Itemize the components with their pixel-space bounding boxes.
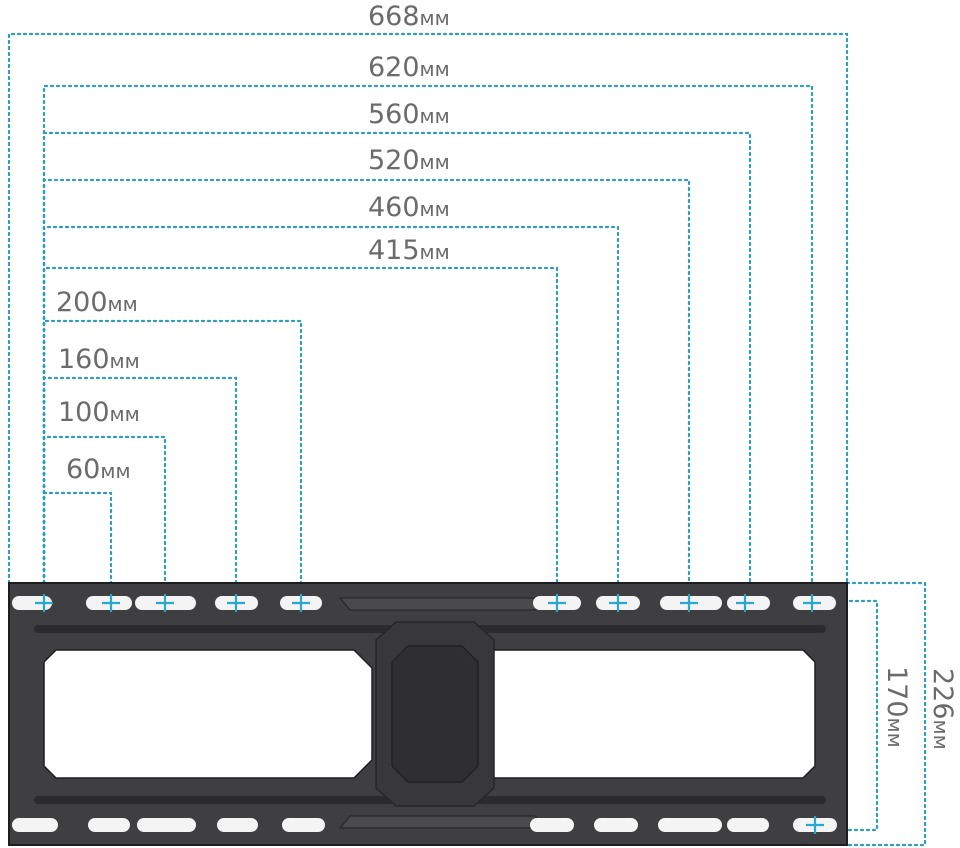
bottom-slot [594, 818, 638, 832]
hole-marker [736, 594, 754, 612]
dim-label-226: 226мм [927, 668, 958, 750]
guide-60 [42, 491, 113, 585]
guide-520 [42, 178, 691, 585]
wall-mount-plate [8, 582, 848, 846]
bottom-slot [88, 818, 130, 832]
guide-668 [7, 32, 849, 585]
dim-label-415: 415мм [368, 235, 450, 266]
hole-marker [156, 594, 174, 612]
dim-label-170: 170мм [881, 666, 912, 748]
dim-label-620: 620мм [368, 52, 450, 83]
bottom-slot [137, 818, 196, 832]
hole-marker [102, 594, 120, 612]
dim-label-200: 200мм [56, 287, 138, 318]
dim-label-100: 100мм [58, 397, 140, 428]
dim-label-160: 160мм [58, 344, 140, 375]
guide-170 [818, 599, 879, 832]
hole-marker [806, 816, 824, 834]
guide-226 [845, 581, 927, 847]
bottom-slot [282, 818, 325, 832]
plate-top-relief [338, 597, 547, 611]
dimension-labels: 668мм 620мм 560мм 520мм 460мм 415мм 200м… [56, 1, 958, 750]
hole-marker [548, 594, 566, 612]
dim-label-668: 668мм [368, 1, 450, 32]
hole-markers [35, 594, 824, 834]
hole-marker [227, 594, 245, 612]
bottom-slot [12, 818, 58, 832]
bottom-slot [530, 818, 574, 832]
dim-label-520: 520мм [368, 145, 450, 176]
guide-460 [42, 225, 620, 585]
hole-marker [803, 594, 821, 612]
center-boss-inner [391, 645, 479, 783]
dim-label-60: 60мм [66, 454, 131, 485]
right-cutout [469, 649, 816, 779]
top-slot [12, 596, 52, 610]
dim-label-560: 560мм [368, 99, 450, 130]
hole-marker [292, 594, 310, 612]
bottom-slot [727, 818, 769, 832]
hole-marker [609, 594, 627, 612]
bottom-slot [217, 818, 258, 832]
dim-label-460: 460мм [368, 192, 450, 223]
mounting-slots [12, 596, 837, 832]
left-cutout [43, 649, 373, 779]
hole-marker [35, 594, 53, 612]
dimension-guides [7, 32, 927, 847]
bottom-slot [658, 818, 722, 832]
plate-bottom-relief [338, 815, 547, 829]
hole-marker [680, 594, 698, 612]
